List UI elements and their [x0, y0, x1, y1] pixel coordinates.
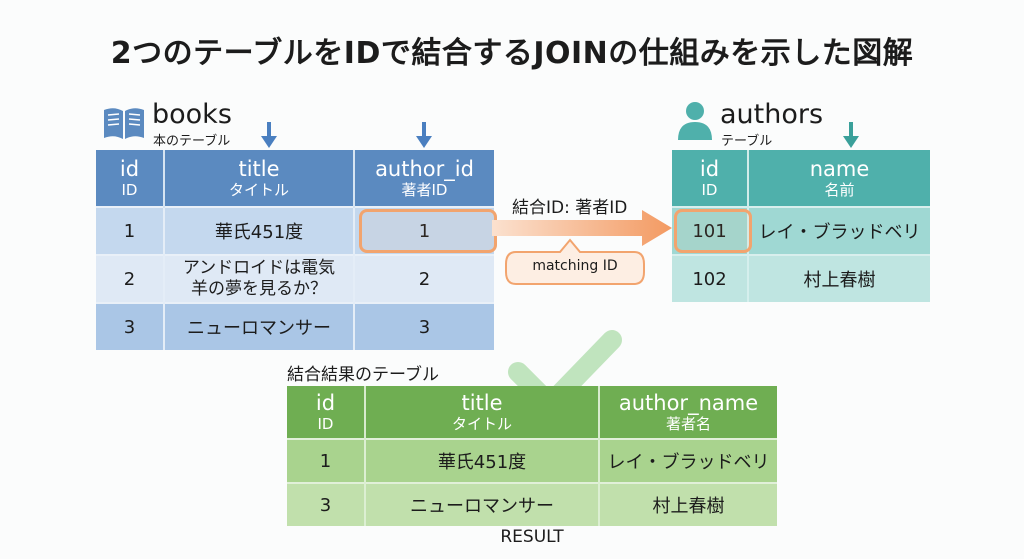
- cell-author-name: 村上春樹: [599, 482, 777, 526]
- cell-author-name: レイ・ブラッドベリ: [599, 438, 777, 483]
- cell-id: 1: [287, 438, 366, 483]
- cell-title: 華氏451度: [365, 438, 600, 483]
- books-table-subtitle: 本のテーブル: [153, 134, 231, 149]
- cell-id: 3: [287, 482, 366, 526]
- cell-title: ニューロマンサー: [164, 302, 355, 350]
- cell-id: 1: [96, 206, 165, 255]
- cell-id: 2: [96, 254, 165, 303]
- matching-bubble-shape: [505, 238, 645, 285]
- table-row: 1 華氏451度 1: [96, 206, 494, 255]
- authors-table-subtitle: テーブル: [721, 134, 773, 149]
- cell-author-id: 2: [354, 254, 494, 303]
- cell-title: ニューロマンサー: [365, 482, 600, 526]
- author-101-highlight: [674, 209, 752, 253]
- cell-author-id: 1: [354, 206, 494, 255]
- table-row: 2 アンドロイドは電気羊の夢を見るか？ 2: [96, 254, 494, 303]
- cell-id: 101: [672, 206, 749, 255]
- table-row: 1 華氏451度 レイ・ブラッドベリ: [287, 438, 777, 483]
- table-row: 3 ニューロマンサー 3: [96, 302, 494, 350]
- matching-id-bubble: matching ID: [532, 258, 618, 274]
- cell-author-id: 3: [354, 302, 494, 350]
- table-row: 3 ニューロマンサー 村上春樹: [287, 482, 777, 526]
- result-footer-label: RESULT: [500, 527, 564, 547]
- cell-title: 華氏451度: [164, 206, 355, 255]
- title-line-2: 羊の夢を見るか？: [191, 279, 327, 299]
- arrow-down-icon: [843, 122, 859, 148]
- arrow-down-icon: [416, 122, 432, 148]
- cell-name: レイ・ブラッドベリ: [748, 206, 930, 255]
- cell-id: 3: [96, 302, 165, 350]
- author-id-highlight: [359, 209, 497, 253]
- join-arrow: [492, 210, 672, 246]
- table-row: 101 レイ・ブラッドベリ: [672, 206, 930, 255]
- cell-name: 村上春樹: [748, 254, 930, 302]
- page-title: 2つのテーブルをIDで結合するJOINの仕組みを示した図解: [110, 36, 914, 71]
- authors-table-name: authors: [720, 99, 824, 130]
- join-label: 結合ID: 著者ID: [512, 198, 628, 218]
- cell-id: 102: [672, 254, 749, 302]
- result-caption: 結合結果のテーブル: [287, 365, 439, 385]
- title-line-1: アンドロイドは電気: [182, 258, 336, 278]
- books-table-name: books: [152, 99, 232, 130]
- arrow-down-icon: [261, 122, 277, 148]
- table-row: 102 村上春樹: [672, 254, 930, 302]
- person-icon: [678, 102, 712, 140]
- book-icon: [104, 108, 144, 139]
- cell-title: アンドロイドは電気羊の夢を見るか？: [164, 254, 355, 303]
